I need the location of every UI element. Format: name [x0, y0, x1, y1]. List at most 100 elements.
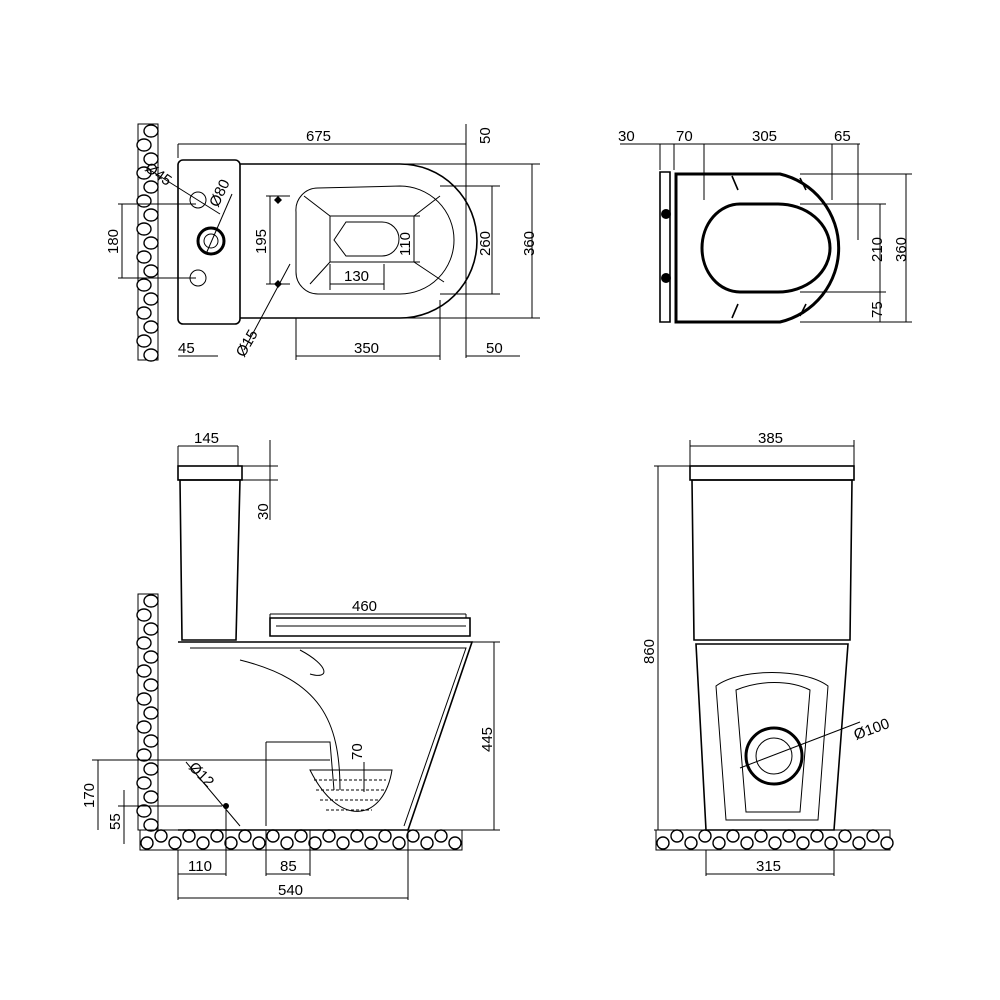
- wall-stone: [136, 222, 152, 236]
- floor-stone: [448, 836, 462, 850]
- dim-seat-front-gap: 65: [834, 128, 851, 145]
- floor-stone: [810, 829, 824, 843]
- dim-hole-80: Ø80: [206, 177, 233, 210]
- dim-bowl-height: 445: [479, 727, 496, 752]
- wall-stone: [143, 236, 159, 250]
- dim-tank-width-side: 145: [194, 430, 219, 447]
- floor-stone: [880, 836, 894, 850]
- water-hatch: [314, 779, 386, 811]
- dim-total-height: 860: [641, 639, 658, 664]
- floor-stone: [350, 829, 364, 843]
- dim-projection: 540: [278, 882, 303, 899]
- floor-stone: [754, 829, 768, 843]
- wall-stone: [143, 152, 159, 166]
- floor-stone: [154, 829, 168, 843]
- floor-stone: [238, 829, 252, 843]
- floor-stone: [196, 836, 210, 850]
- wall-stone: [143, 124, 159, 138]
- floor-stone: [726, 829, 740, 843]
- floor-stone: [224, 836, 238, 850]
- floor-stone: [656, 836, 670, 850]
- wall-stone: [136, 720, 152, 734]
- wall-stone: [143, 678, 159, 692]
- floor-stone: [392, 836, 406, 850]
- dim-tank-offset: 50: [477, 127, 494, 144]
- dim-seat-depth: 460: [352, 598, 377, 615]
- dim-fix-height: 55: [107, 813, 124, 830]
- wall-stone: [136, 776, 152, 790]
- side-view: 145 30 460 445 70 170 55 Ø12 110 85 540: [81, 430, 500, 900]
- floor-stone: [378, 829, 392, 843]
- dim-opening-width: 110: [397, 232, 414, 256]
- dim-overall-length: 675: [306, 128, 331, 145]
- wall-stone: [136, 692, 152, 706]
- wall-stone: [136, 608, 152, 622]
- wall-stone: [143, 320, 159, 334]
- floor-stone: [336, 836, 350, 850]
- dim-front-offset: 50: [486, 340, 503, 357]
- dim-opening-length: 130: [344, 268, 369, 285]
- floor-stone: [308, 836, 322, 850]
- dim-outlet-height: 170: [81, 783, 98, 808]
- dim-water-depth: 70: [349, 743, 366, 760]
- floor-stone: [252, 836, 266, 850]
- wall-stone: [143, 734, 159, 748]
- floor-stone: [866, 829, 880, 843]
- floor-stone: [322, 829, 336, 843]
- floor-stone: [684, 836, 698, 850]
- top-view: 675 50 360 260 110 130 195 180 Ø45 Ø80 Ø…: [105, 123, 540, 362]
- floor-stone: [210, 829, 224, 843]
- floor-stone: [838, 829, 852, 843]
- floor-stone: [266, 829, 280, 843]
- tank-outline-top: [177, 159, 241, 325]
- floor-stone: [280, 836, 294, 850]
- dim-hole-15: Ø15: [233, 327, 262, 360]
- wall-stone: [143, 622, 159, 636]
- wall-stone: [143, 790, 159, 804]
- wall-stone: [143, 818, 159, 832]
- wall-stone: [136, 278, 152, 292]
- floor-stone: [768, 836, 782, 850]
- wall-stone: [136, 334, 152, 348]
- wall-stone: [136, 748, 152, 762]
- wall-stone: [136, 804, 152, 818]
- wall-stone: [136, 194, 152, 208]
- dim-seat-hinge: 70: [676, 128, 693, 145]
- wall-stone: [136, 306, 152, 320]
- floor-stone: [852, 836, 866, 850]
- dim-bowl-width: 360: [521, 231, 538, 256]
- floor-stone: [406, 829, 420, 843]
- floor-stone: [434, 829, 448, 843]
- wall-top-view: [136, 123, 159, 362]
- wall-stone: [143, 762, 159, 776]
- wall-stone: [136, 138, 152, 152]
- floor-stone: [796, 836, 810, 850]
- floor-stone: [782, 829, 796, 843]
- floor-stone: [740, 836, 754, 850]
- wall-stone: [143, 650, 159, 664]
- floor-stone: [168, 836, 182, 850]
- dim-wall-offset: 45: [178, 340, 195, 357]
- wall-stone: [143, 180, 159, 194]
- floor-stone: [294, 829, 308, 843]
- dim-fixing-spacing: 195: [253, 229, 270, 254]
- wall-stone: [136, 250, 152, 264]
- wall-stone: [143, 292, 159, 306]
- dim-inlet-spacing: 180: [105, 229, 122, 254]
- floor-stone: [182, 829, 196, 843]
- floor-stone: [698, 829, 712, 843]
- dim-seat-width: 360: [893, 237, 910, 262]
- dim-outlet-diameter: 85: [280, 858, 297, 875]
- dim-bowl-inner-width: 260: [477, 231, 494, 256]
- floor-stone: [420, 836, 434, 850]
- seat-view: 30 70 305 65 210 360 75: [618, 128, 912, 324]
- wall-stone: [136, 664, 152, 678]
- dim-outlet-from-wall: 110: [188, 858, 212, 875]
- wall-stone: [143, 208, 159, 222]
- dim-base-width: 315: [756, 858, 781, 875]
- dim-seat-length: 305: [752, 128, 777, 145]
- wall-stone: [143, 264, 159, 278]
- dim-outlet-front: Ø100: [852, 715, 892, 744]
- dim-seat-back: 30: [618, 128, 635, 145]
